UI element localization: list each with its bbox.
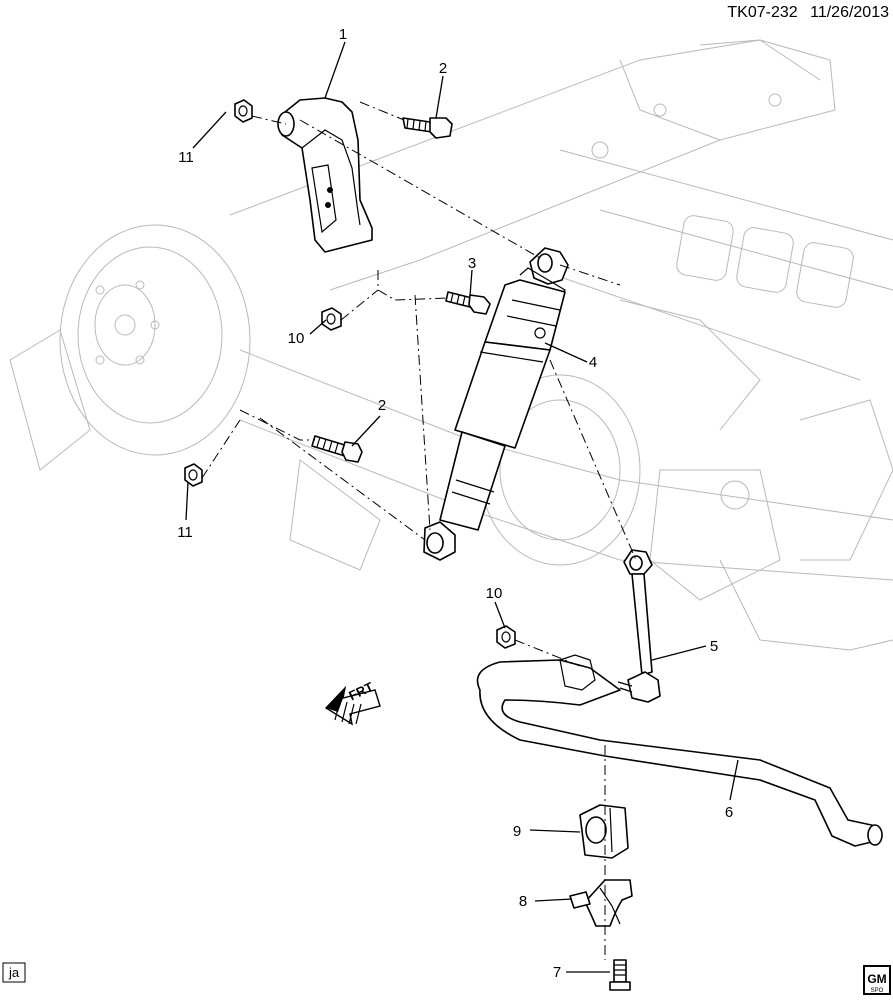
bolt-upper	[402, 117, 453, 139]
callout-5: 5	[710, 638, 718, 655]
nut-10-upper	[321, 307, 342, 331]
stabilizer-bar	[476, 654, 883, 847]
callout-2-lower: 2	[378, 397, 386, 414]
shock-absorber	[423, 247, 569, 561]
callout-11-lower: 11	[177, 524, 193, 541]
front-direction-arrow: FRT	[324, 679, 381, 726]
callout-8: 8	[519, 893, 527, 910]
nut-11-lower	[184, 463, 203, 487]
author-box: ja	[2, 962, 26, 983]
gm-logo: GM SPO	[863, 965, 891, 995]
gm-logo-text: GM	[867, 972, 886, 986]
stabilizer-link	[617, 549, 661, 703]
callout-10-lower: 10	[486, 585, 503, 602]
nut-10-lower	[496, 625, 516, 649]
upper-shock-bracket	[277, 97, 373, 253]
callout-1: 1	[339, 26, 347, 43]
shock-bolt	[445, 291, 491, 315]
callout-11-upper: 11	[178, 149, 194, 166]
gm-logo-subtext: SPO	[871, 988, 884, 994]
diagram-date: 11/26/2013	[810, 4, 889, 21]
author-initials: ja	[8, 965, 20, 980]
callout-4: 4	[589, 354, 597, 371]
callout-3: 3	[468, 255, 476, 272]
bracket-bolt	[609, 959, 631, 991]
stabilizer-insulator	[579, 804, 629, 859]
callout-leaders	[185, 41, 739, 973]
diagram-id: TK07-232	[727, 4, 797, 21]
chassis-background	[9, 39, 893, 651]
svg-text:TK07-232 11/26/2013: TK07-232 11/26/2013	[727, 4, 889, 21]
bolt-lower	[311, 435, 363, 463]
callout-9: 9	[513, 823, 521, 840]
callout-6: 6	[725, 804, 733, 821]
callout-2-upper: 2	[439, 60, 447, 77]
callout-10-upper: 10	[288, 330, 305, 347]
assembly-lines	[201, 101, 637, 960]
nut-11-upper	[234, 99, 253, 123]
stabilizer-bracket	[569, 879, 633, 927]
callout-7: 7	[553, 964, 561, 981]
